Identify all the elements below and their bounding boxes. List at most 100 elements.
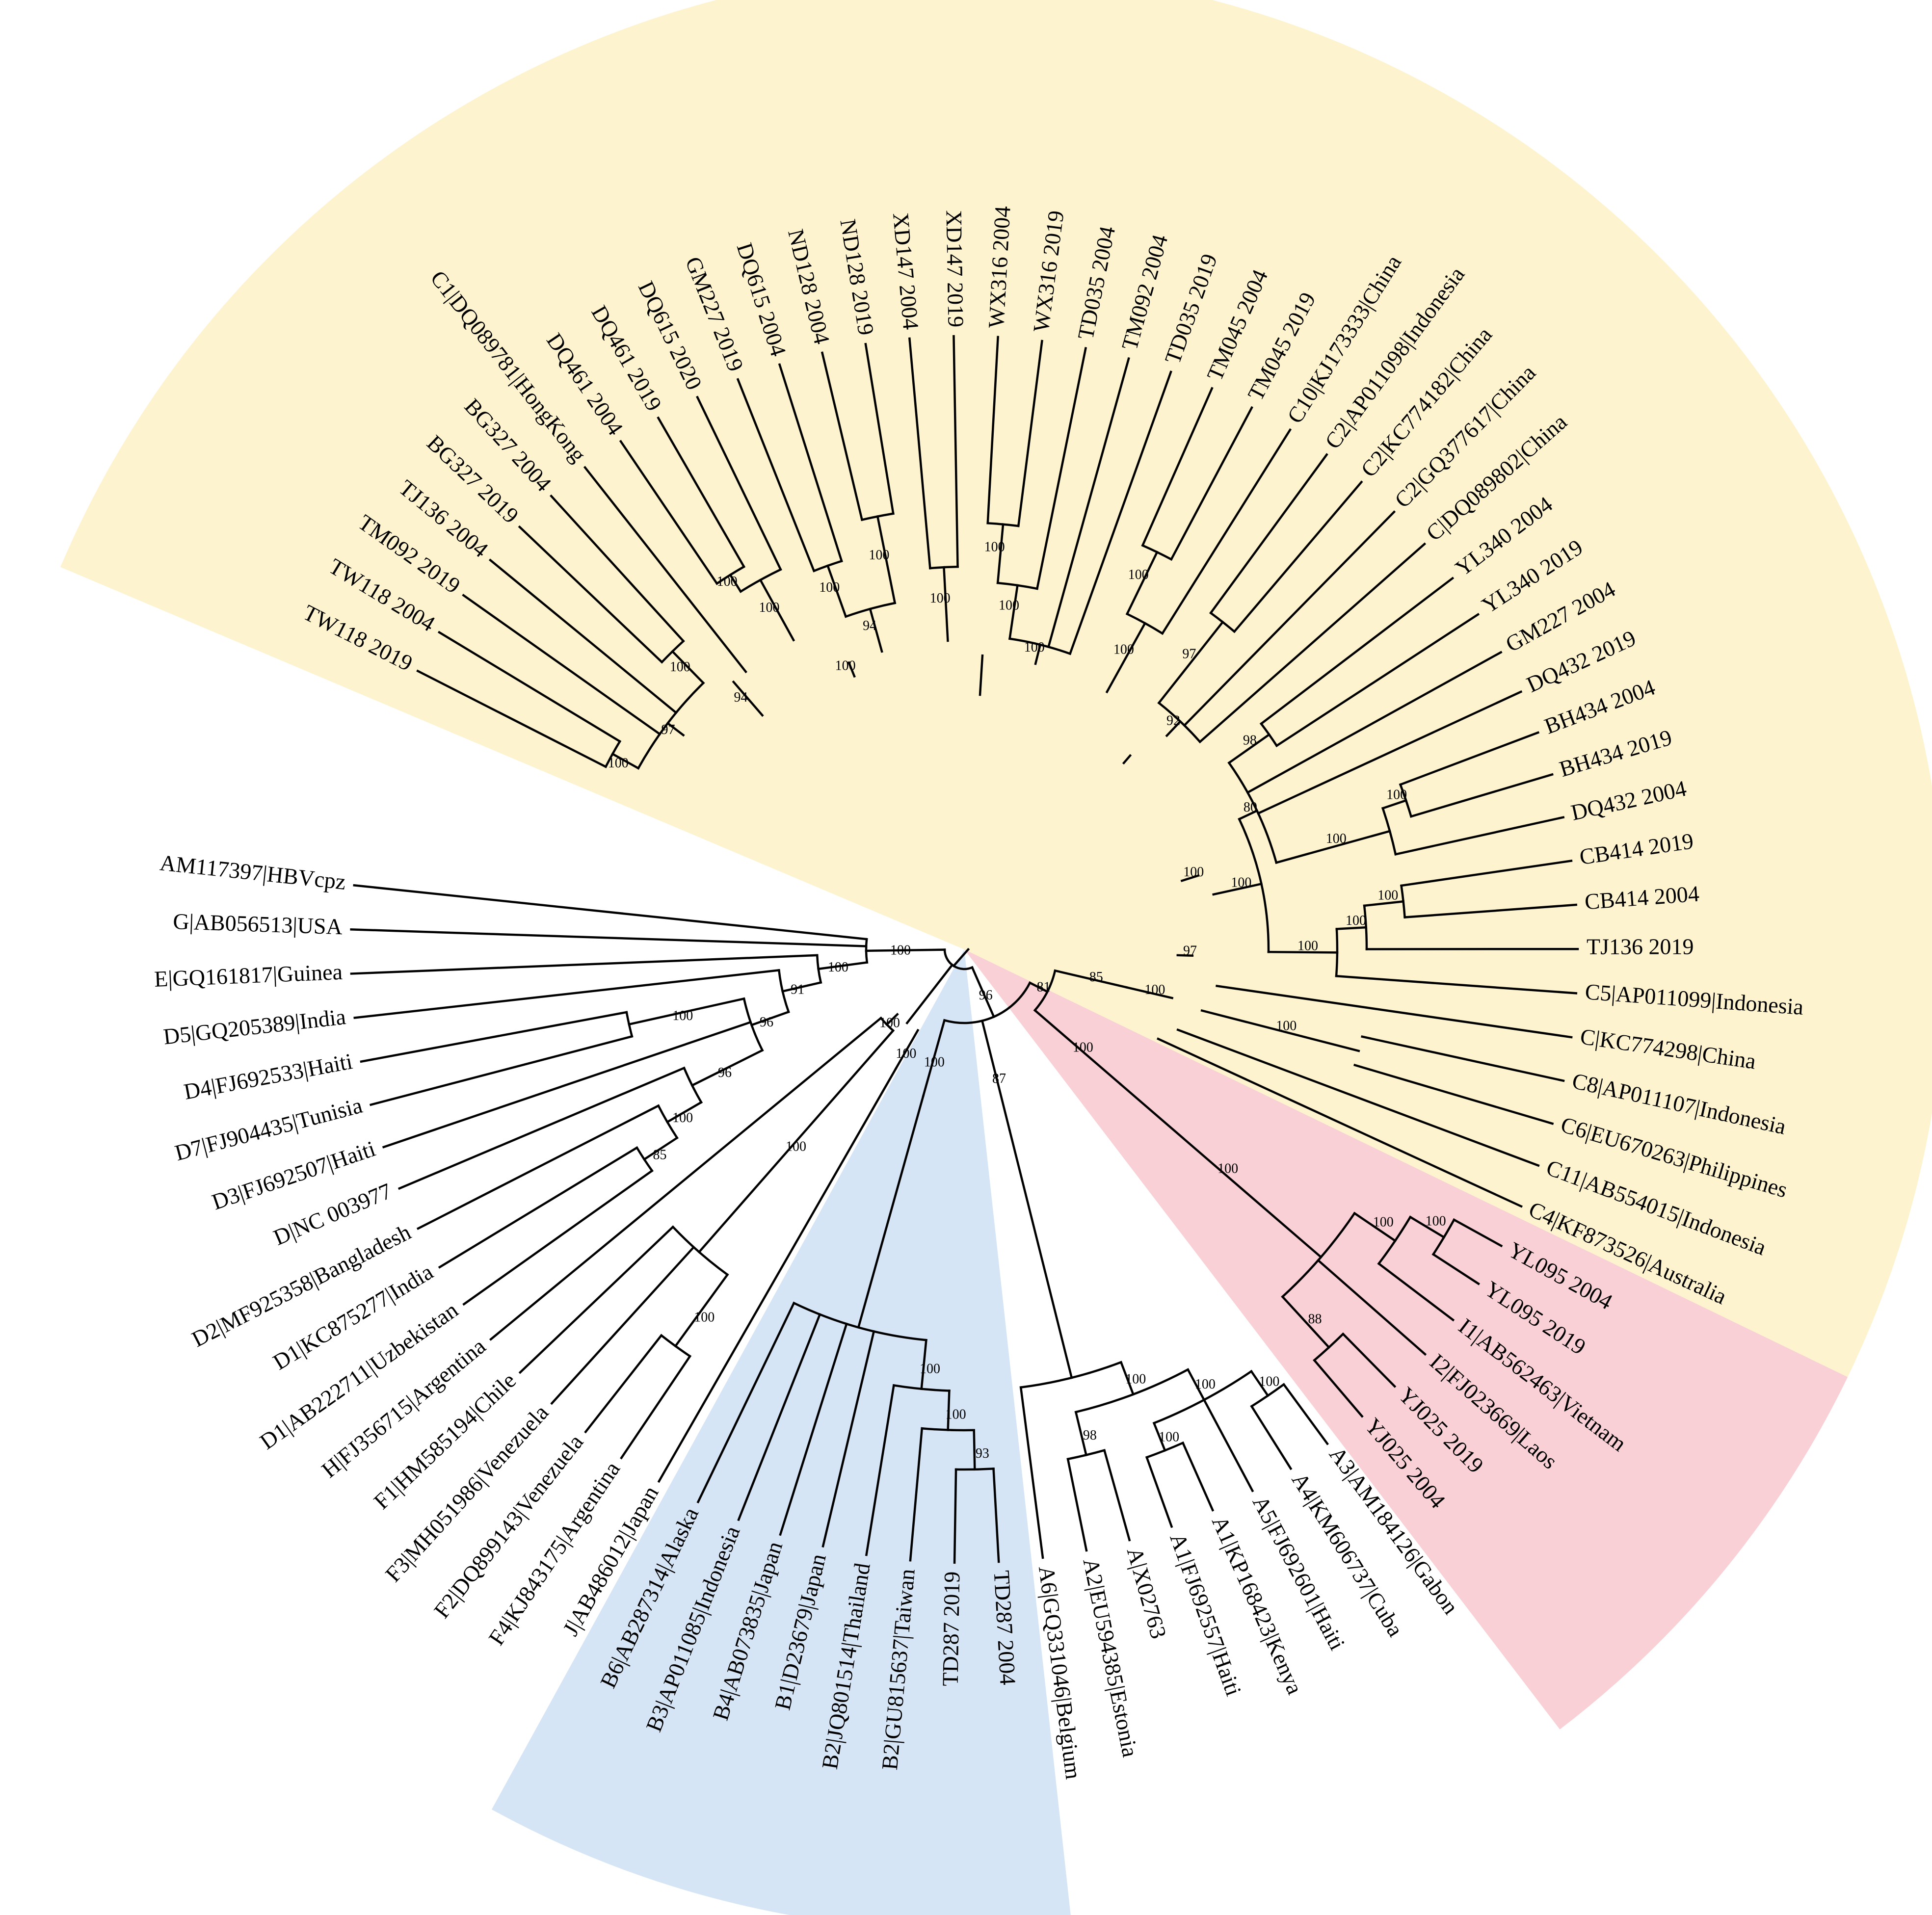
branch-line bbox=[1212, 882, 1263, 896]
bootstrap-value: 100 bbox=[1276, 1018, 1297, 1033]
branch-line bbox=[953, 335, 959, 568]
branch-line bbox=[1141, 387, 1214, 547]
bootstrap-value: 100 bbox=[1373, 1214, 1394, 1230]
branch-line bbox=[1156, 1037, 1523, 1208]
branch-line bbox=[550, 494, 685, 643]
bootstrap-value: 100 bbox=[1113, 642, 1134, 657]
branch-line bbox=[1125, 986, 1174, 999]
bootstrap-value: 100 bbox=[1159, 1430, 1179, 1445]
branch-line bbox=[922, 1019, 946, 1098]
branch-line bbox=[1183, 510, 1396, 727]
branch-line bbox=[996, 523, 1005, 584]
branch-line bbox=[750, 1010, 790, 1027]
branch-line bbox=[353, 884, 868, 941]
bootstrap-value: 96 bbox=[979, 988, 993, 1003]
branch-line bbox=[1068, 370, 1172, 656]
branch-line bbox=[1198, 542, 1427, 744]
branch-line bbox=[1259, 577, 1455, 726]
branch-line bbox=[1103, 1449, 1131, 1542]
leaf-label: D5|GQ205389|India bbox=[162, 1004, 347, 1049]
bootstrap-value: 91 bbox=[791, 982, 804, 997]
branch-line bbox=[894, 1028, 920, 1070]
bootstrap-value: 100 bbox=[759, 600, 780, 615]
branch-line bbox=[690, 1049, 764, 1087]
branch-line bbox=[869, 607, 883, 653]
bootstrap-value: 85 bbox=[1089, 970, 1103, 985]
branch-line bbox=[696, 1301, 795, 1504]
branch-line bbox=[1118, 1082, 1323, 1259]
bootstrap-labels: 9681851009710010010080981001001001001001… bbox=[608, 540, 1446, 1461]
branch-line bbox=[820, 351, 864, 522]
branch-line bbox=[876, 515, 897, 604]
branch-line bbox=[382, 1021, 752, 1149]
branch-arc bbox=[943, 981, 1032, 1024]
bootstrap-value: 93 bbox=[976, 1446, 989, 1461]
branch-line bbox=[826, 564, 847, 618]
branch-line bbox=[1161, 428, 1292, 635]
branch-line bbox=[1282, 1383, 1329, 1445]
branch-line bbox=[642, 1136, 679, 1161]
bootstrap-value: 100 bbox=[835, 658, 856, 673]
branch-arc bbox=[683, 1066, 703, 1104]
clade-c-sector bbox=[60, 0, 1932, 1408]
bootstrap-value: 100 bbox=[1024, 640, 1045, 655]
branch-line bbox=[350, 928, 868, 947]
bootstrap-value: 100 bbox=[1128, 567, 1149, 582]
bootstrap-value: 100 bbox=[1426, 1214, 1446, 1229]
branch-line bbox=[908, 337, 931, 570]
branch-line bbox=[1403, 903, 1578, 918]
leaf-label: XD147 2019 bbox=[941, 210, 968, 328]
branch-line bbox=[732, 680, 764, 717]
bootstrap-value: 98 bbox=[1243, 733, 1257, 748]
branch-line bbox=[696, 395, 782, 571]
branch-line bbox=[437, 630, 622, 743]
branch-line bbox=[462, 1169, 654, 1306]
branch-line bbox=[438, 1146, 638, 1269]
branch-arc bbox=[1008, 637, 1072, 656]
branch-line bbox=[1200, 1009, 1360, 1052]
branch-arc bbox=[792, 1301, 927, 1341]
bootstrap-value: 100 bbox=[1183, 865, 1204, 880]
branch-line bbox=[1353, 1211, 1397, 1242]
branch-line bbox=[1238, 809, 1259, 821]
bootstrap-value: 100 bbox=[819, 580, 840, 595]
branch-line bbox=[1209, 453, 1328, 615]
branch-line bbox=[1353, 1063, 1554, 1125]
branch-line bbox=[1399, 731, 1540, 786]
branch-line bbox=[885, 1013, 899, 1026]
branch-line bbox=[973, 1429, 976, 1471]
branch-line bbox=[1157, 620, 1224, 705]
branch-line bbox=[979, 654, 984, 696]
leaf-label: TJ136 2019 bbox=[1587, 934, 1694, 959]
bootstrap-value: 96 bbox=[718, 1065, 732, 1080]
branch-arc bbox=[1227, 761, 1278, 864]
branch-line bbox=[350, 954, 819, 975]
branch-line bbox=[1181, 1441, 1215, 1512]
bootstrap-value: 100 bbox=[984, 540, 1005, 555]
bootstrap-value: 100 bbox=[896, 1046, 916, 1061]
bootstrap-value: 100 bbox=[1195, 1377, 1216, 1392]
bootstrap-value: 100 bbox=[1326, 831, 1347, 846]
branch-line bbox=[781, 981, 822, 993]
bootstrap-value: 94 bbox=[734, 690, 748, 705]
bootstrap-value: 100 bbox=[1073, 1040, 1093, 1055]
bootstrap-value: 96 bbox=[760, 1015, 773, 1030]
leaf-label: TD287 2019 bbox=[938, 1571, 965, 1686]
leaf-label: G|AB056513|USA bbox=[173, 909, 343, 939]
branch-line bbox=[1335, 974, 1578, 995]
bootstrap-value: 100 bbox=[672, 1008, 693, 1023]
leaf-label: D4|FJ692533|Haiti bbox=[182, 1049, 355, 1104]
branch-line bbox=[518, 1225, 675, 1374]
branch-line bbox=[1008, 1128, 1073, 1379]
branch-line bbox=[1400, 859, 1573, 887]
branch-line bbox=[943, 566, 949, 642]
branch-line bbox=[1028, 981, 1049, 994]
branch-line bbox=[1377, 1262, 1455, 1322]
bootstrap-value: 100 bbox=[930, 591, 951, 606]
branch-line bbox=[1066, 1458, 1088, 1552]
branch-line bbox=[518, 525, 663, 664]
branch-line bbox=[821, 1330, 875, 1548]
branch-line bbox=[980, 1019, 1011, 1132]
branch-line bbox=[583, 466, 747, 674]
branch-line bbox=[416, 669, 608, 768]
